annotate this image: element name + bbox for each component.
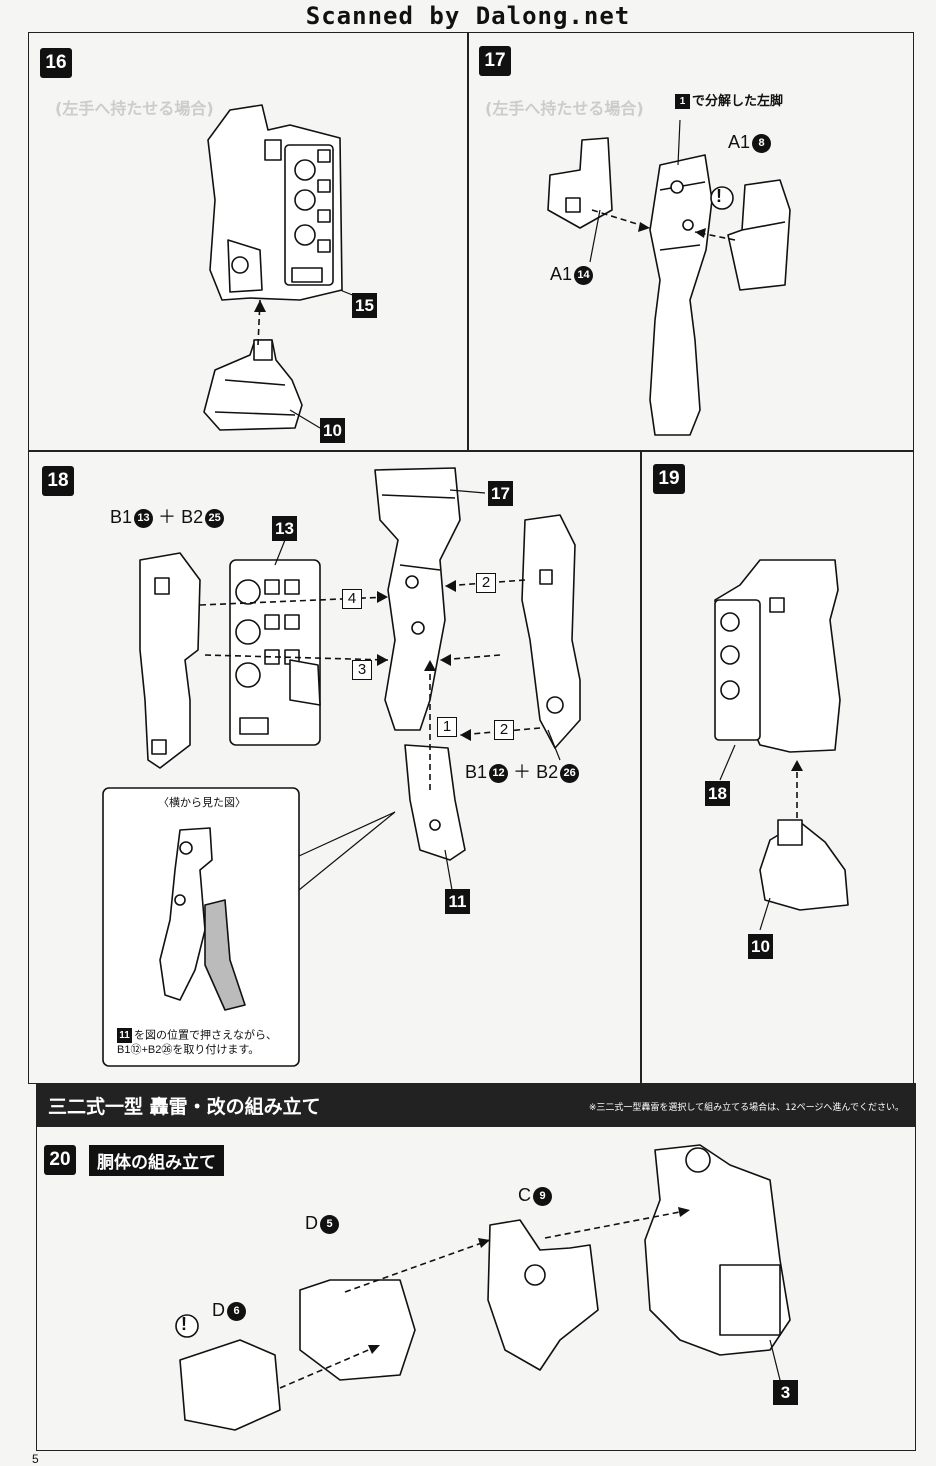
part-num: 14 bbox=[574, 265, 594, 285]
part-callout-10: 10 bbox=[320, 418, 345, 443]
step-16-number: 16 bbox=[40, 48, 72, 78]
caution-icon: ! bbox=[716, 186, 722, 206]
page-number: 5 bbox=[32, 1452, 39, 1466]
step-order-2: 2 bbox=[476, 573, 496, 593]
part-callout-3: 3 bbox=[773, 1380, 798, 1405]
part-callout-11: 11 bbox=[445, 889, 470, 914]
banner-title: 三二式一型 轟雷・改の組み立て bbox=[48, 1096, 321, 1118]
runner-b1: B1 bbox=[110, 507, 133, 527]
step-order-3: 3 bbox=[352, 660, 372, 680]
part-callout-10: 10 bbox=[748, 934, 773, 959]
step-order-2b: 2 bbox=[494, 720, 514, 740]
plus-sign: ＋ bbox=[513, 762, 532, 782]
step-17-panel bbox=[467, 32, 914, 452]
part-num: 25 bbox=[205, 508, 225, 528]
runner-d: D bbox=[212, 1300, 225, 1320]
runner-b2: B2 bbox=[536, 762, 559, 782]
banner-note: ※三二式一型轟雷を選択して組み立てる場合は、12ページへ進んでください。 bbox=[588, 1103, 904, 1113]
step-20-number: 20 bbox=[44, 1145, 76, 1175]
step-16-panel bbox=[28, 32, 469, 452]
side-view-caption: 〈横から見た図〉 bbox=[158, 797, 246, 809]
part-num: 26 bbox=[560, 763, 580, 783]
runner-c: C bbox=[518, 1185, 531, 1205]
part-callout-13: 13 bbox=[272, 516, 297, 541]
scan-credit: Scanned by Dalong.net bbox=[305, 2, 631, 30]
note-text: で分解した左脚 bbox=[692, 93, 784, 108]
step-19-number: 19 bbox=[653, 464, 685, 494]
part-num: 9 bbox=[533, 1186, 552, 1206]
step-20-subtitle: 胴体の組み立て bbox=[89, 1145, 224, 1176]
note-ref: 1 bbox=[675, 94, 690, 110]
ghost-text: (左手へ持たせる場合) bbox=[485, 99, 644, 118]
step-17-number: 17 bbox=[479, 46, 511, 76]
inst-line1: を図の位置で押さえながら、 bbox=[134, 1029, 277, 1042]
caution-icon: ! bbox=[181, 1314, 187, 1334]
part-callout-18: 18 bbox=[705, 781, 730, 806]
part-num: 6 bbox=[227, 1301, 246, 1321]
runner-a1: A1 bbox=[728, 132, 751, 152]
inst-ref: 11 bbox=[117, 1028, 132, 1043]
part-num: 5 bbox=[320, 1214, 339, 1234]
step-order-1: 1 bbox=[437, 717, 457, 737]
step-18-number: 18 bbox=[42, 466, 74, 496]
section-banner: 三二式一型 轟雷・改の組み立て ※三二式一型轟雷を選択して組み立てる場合は、12… bbox=[36, 1083, 916, 1127]
part-num: 13 bbox=[134, 508, 154, 528]
runner-b2: B2 bbox=[181, 507, 204, 527]
inst-line2: B1⑫+B2㉖を取り付けます。 bbox=[117, 1044, 260, 1057]
part-callout-17: 17 bbox=[488, 481, 513, 506]
plus-sign: ＋ bbox=[158, 507, 177, 527]
part-callout-15: 15 bbox=[352, 293, 377, 318]
part-num: 8 bbox=[752, 133, 772, 153]
runner-b1: B1 bbox=[465, 762, 488, 782]
runner-a1: A1 bbox=[550, 264, 573, 284]
step-order-4: 4 bbox=[342, 589, 362, 609]
runner-d: D bbox=[305, 1213, 318, 1233]
ghost-text: (左手へ持たせる場合) bbox=[55, 99, 214, 118]
part-num: 12 bbox=[489, 763, 509, 783]
